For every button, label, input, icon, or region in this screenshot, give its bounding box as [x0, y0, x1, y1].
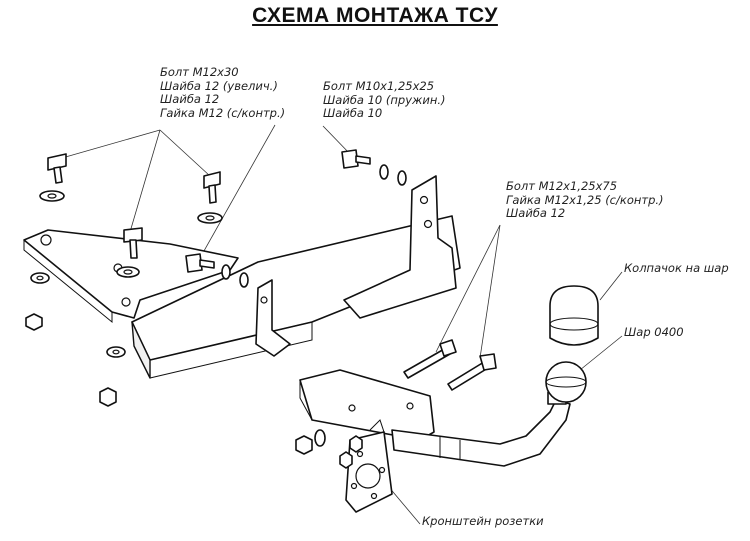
- callout-bolt-m12x30: Болт М12х30 Шайба 12 (увелич.) Шайба 12 …: [160, 65, 286, 120]
- bolt-m10-upper: [341, 149, 407, 186]
- leader-lines: [61, 124, 623, 525]
- socket-bracket: [345, 419, 393, 513]
- callout-bolt-m12x75: Болт М12х1,25х75 Гайка М12х1,25 (с/контр…: [506, 179, 664, 221]
- callout-line: Болт М10х1,25х25: [323, 79, 435, 93]
- callout-ball-cap: Колпачок на шар: [624, 261, 729, 276]
- nuts-lower: [295, 429, 363, 469]
- callout-ball: Шар 0400: [624, 325, 684, 340]
- callout-line: Шайба 10: [323, 106, 383, 120]
- bolt-m12x30-right: [197, 171, 223, 224]
- callout-line: Гайка М12х1,25 (с/контр.): [506, 192, 664, 207]
- callout-line: Шайба 12 (увелич.): [160, 78, 278, 93]
- bolt-m10-lower: [185, 253, 249, 288]
- callout-line: Шайба 12: [506, 206, 566, 220]
- washers-and-nuts-left: [25, 272, 126, 407]
- callout-line: Кронштейн розетки: [422, 514, 544, 528]
- callout-line: Шар 0400: [624, 325, 684, 339]
- callout-line: Гайка М12 (с/контр.): [160, 105, 286, 120]
- lower-mounting-block: [299, 369, 435, 441]
- tow-ball: [545, 361, 587, 405]
- callout-line: Шайба 12: [160, 92, 220, 106]
- diagram-title: СХЕМА МОНТАЖА ТСУ: [252, 4, 498, 27]
- callout-line: Колпачок на шар: [624, 261, 729, 275]
- right-side-bracket: [343, 175, 457, 319]
- bolt-m12x30-center: [116, 227, 143, 278]
- callout-line: Болт М12х30: [160, 65, 239, 79]
- callout-socket-bracket: Кронштейн розетки: [422, 514, 544, 529]
- bolt-m12x75-left: [403, 339, 457, 379]
- left-upright-flange: [255, 279, 291, 357]
- ball-cap: [549, 285, 599, 346]
- tow-bar-arm: [391, 399, 571, 467]
- bolt-m12x30-left: [39, 153, 67, 202]
- callout-bolt-m10: Болт М10х1,25х25 Шайба 10 (пружин.) Шайб…: [323, 79, 446, 121]
- callout-line: Болт М12х1,25х75: [506, 179, 618, 193]
- callout-line: Шайба 10 (пружин.): [323, 92, 446, 107]
- bolt-m12x75-right: [447, 353, 497, 391]
